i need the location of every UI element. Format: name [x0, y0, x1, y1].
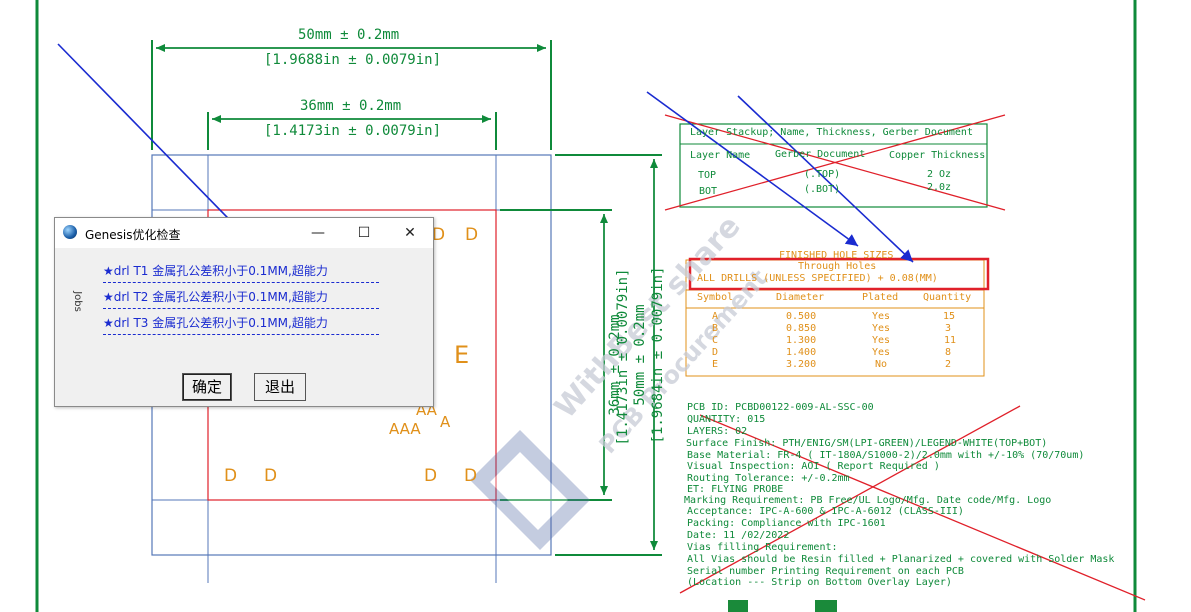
check-result-item[interactable]: ★drl T2 金属孔公差积小于0.1MM,超能力	[103, 288, 379, 309]
note-line: (Location --- Strip on Bottom Overlay La…	[687, 577, 952, 588]
strike-cross	[679, 405, 1021, 594]
hole-cell: C	[712, 335, 719, 346]
genesis-check-dialog: Genesis优化检查 — ☐ ✕ Jobs ★drl T1 金属孔公差积小于0…	[54, 217, 434, 407]
hole-cell: E	[712, 359, 719, 370]
quit-button[interactable]: 退出	[254, 373, 306, 401]
hole-cell: 1.400	[786, 347, 817, 358]
hole-table-title: FINISHED HOLE SIZES	[779, 250, 894, 261]
hole-cell: 0.850	[786, 323, 817, 334]
hole-cell: 3	[945, 323, 952, 334]
check-result-text: ★drl T1 金属孔公差积小于0.1MM,超能力	[103, 264, 328, 278]
jobs-icon-label: Jobs	[71, 291, 83, 312]
hole-cell: Yes	[872, 347, 891, 358]
hole-table-subtitle: Through Holes	[798, 261, 877, 272]
note-line: Visual Inspection: AOI ( Report Required…	[687, 461, 940, 472]
hole-cell: 11	[944, 335, 957, 346]
hole-cell: D	[712, 347, 719, 358]
stackup-header-gerber: Gerber Document	[775, 149, 866, 160]
stackup-cell: TOP	[698, 170, 717, 181]
note-line: ET: FLYING PROBE	[687, 484, 784, 495]
note-line: Serial number Printing Requirement on ea…	[687, 566, 964, 577]
annotation-arrow	[646, 91, 859, 247]
dim-outer-width-mm: 50mm ± 0.2mm	[298, 27, 400, 43]
note-line: Surface Finish: PTH/ENIG/SM(LPI-GREEN)/L…	[686, 438, 1048, 449]
dim-outer-width-in: [1.9688in ± 0.0079in]	[264, 52, 442, 68]
hole-table-header: Diameter	[776, 292, 825, 303]
hole-marker: A	[440, 413, 451, 431]
hole-cell: 0.500	[786, 311, 817, 322]
genesis-globe-icon	[63, 225, 77, 239]
strike-cross	[664, 114, 1006, 211]
note-line: Marking Requirement: PB Free/UL Logo/Mfg…	[684, 495, 1052, 506]
footer-block	[815, 600, 837, 612]
hole-marker: D	[465, 225, 479, 245]
stackup-header-layer: Layer Name	[690, 150, 751, 161]
check-result-item[interactable]: ★drl T3 金属孔公差积小于0.1MM,超能力	[103, 314, 379, 335]
ok-button[interactable]: 确定	[182, 373, 232, 401]
hole-table-header: Symbol	[697, 292, 734, 303]
hole-marker: AAA	[389, 420, 421, 438]
strike-cross	[699, 414, 1146, 601]
hole-cell: A	[712, 311, 719, 322]
annotation-arrow	[737, 95, 914, 263]
hole-marker: D	[464, 466, 478, 486]
note-line: Vias filling Requirement:	[687, 542, 838, 553]
footer-block	[728, 600, 748, 612]
note-line: Date: 11 /02/2022	[687, 530, 790, 541]
stackup-title: Layer Stackup; Name, Thickness, Gerber D…	[690, 127, 973, 138]
hole-table-note: ALL DRILLS (UNLESS SPECIFIED) + 0.08(MM)	[697, 273, 938, 284]
note-line: Routing Tolerance: +/-0.2mm	[687, 473, 850, 484]
note-line: PCB ID: PCBD00122-009-AL-SSC-00	[687, 402, 874, 413]
dialog-titlebar[interactable]: Genesis优化检查 — ☐ ✕	[55, 218, 433, 248]
dim-inner-width-mm: 36mm ± 0.2mm	[300, 98, 402, 114]
hole-cell: No	[875, 359, 888, 370]
hole-cell: 3.200	[786, 359, 817, 370]
hole-cell: 15	[943, 311, 956, 322]
hole-marker: D	[424, 466, 438, 486]
hole-cell: Yes	[872, 323, 891, 334]
note-line: LAYERS: 02	[687, 426, 748, 437]
dim-inner-height-in: [1.4173in ± 0.0079in]	[615, 268, 631, 446]
watermark	[470, 430, 590, 550]
drill-note-highlight	[688, 257, 990, 291]
stackup-cell: 2 Oz	[927, 169, 952, 180]
dim-outer-height-in: [1.9684in ± 0.0079in]	[650, 266, 666, 444]
hole-marker: E	[454, 341, 470, 369]
stackup-cell: (.TOP)	[804, 169, 841, 180]
close-button[interactable]: ✕	[404, 225, 416, 241]
hole-cell: 1.300	[786, 335, 817, 346]
hole-marker: D	[432, 225, 446, 245]
stackup-cell: (.BOT)	[804, 184, 841, 195]
hole-cell: 2	[945, 359, 952, 370]
stackup-cell: 2.0z	[927, 182, 952, 193]
note-line: Packing: Compliance with IPC-1601	[687, 518, 886, 529]
note-line: QUANTITY: 015	[687, 414, 766, 425]
hole-cell: 8	[945, 347, 952, 358]
hole-cell: Yes	[872, 311, 891, 322]
check-result-text: ★drl T2 金属孔公差积小于0.1MM,超能力	[103, 290, 328, 304]
note-line: All Vias should be Resin filled + Planar…	[687, 554, 1115, 565]
hole-marker: D	[264, 466, 278, 486]
hole-cell: Yes	[872, 335, 891, 346]
hole-table-header: Plated	[862, 292, 899, 303]
dim-outer-height-mm: 50mm ± 0.2mm	[632, 304, 648, 406]
hole-marker: D	[224, 466, 238, 486]
dialog-title: Genesis优化检查	[85, 228, 181, 242]
check-result-item[interactable]: ★drl T1 金属孔公差积小于0.1MM,超能力	[103, 262, 379, 283]
stackup-header-copper: Copper Thickness	[889, 150, 986, 161]
check-result-text: ★drl T3 金属孔公差积小于0.1MM,超能力	[103, 316, 328, 330]
hole-cell: B	[712, 323, 719, 334]
stackup-cell: BOT	[699, 186, 718, 197]
layer-stackup-table	[679, 123, 988, 208]
minimize-button[interactable]: —	[311, 225, 325, 241]
jobs-icon: Jobs	[72, 291, 83, 312]
note-line: Acceptance: IPC-A-600 & IPC-A-6012 (CLAS…	[687, 506, 964, 517]
dim-inner-width-in: [1.4173in ± 0.0079in]	[264, 123, 442, 139]
maximize-button[interactable]: ☐	[357, 225, 371, 241]
hole-table-header: Quantity	[923, 292, 972, 303]
note-line: Base Material: FR-4 ( IT-180A/S1000-2)/2…	[687, 450, 1085, 461]
